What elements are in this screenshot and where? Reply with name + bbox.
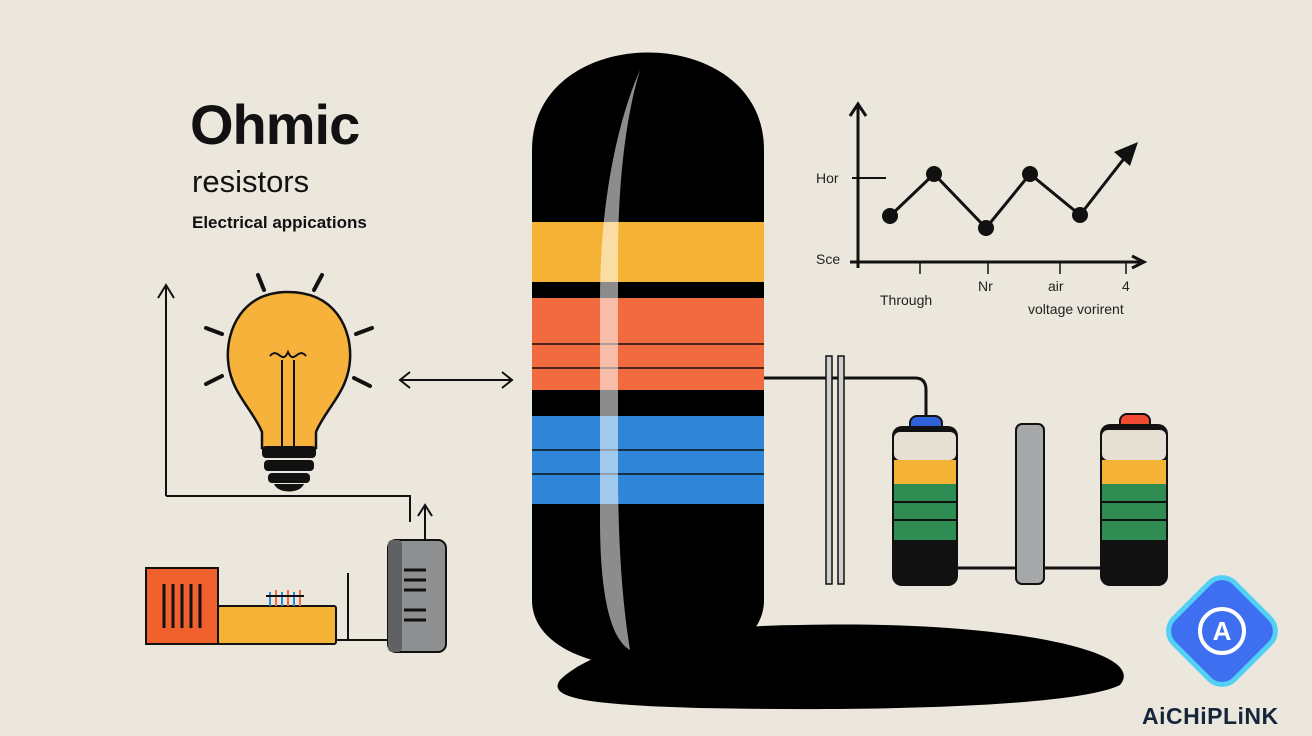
- circuit-board-icon: [145, 567, 388, 645]
- graph-point: [882, 208, 898, 224]
- page-title: Ohmic: [190, 93, 360, 156]
- resistor-icon: [532, 52, 764, 668]
- circuit-wires: [764, 376, 1106, 570]
- graph-x-label: air: [1048, 278, 1064, 294]
- graph-caption: voltage vorirent: [1028, 301, 1124, 317]
- cylinder-icon: [1015, 423, 1045, 585]
- battery-icon: [892, 415, 958, 586]
- graph-point: [926, 166, 942, 182]
- battery-icon: [1100, 413, 1168, 586]
- graph-y-label-bottom: Sce: [816, 251, 841, 267]
- line-graph: [848, 101, 1148, 274]
- graph-arrowhead: [1114, 142, 1138, 166]
- resistor-highlight: [600, 70, 640, 650]
- double-arrow-icon: [398, 371, 514, 389]
- graph-point: [1072, 207, 1088, 223]
- graph-x-label: Nr: [978, 278, 993, 294]
- graph-x-label: Through: [880, 292, 933, 308]
- graph-point: [978, 220, 994, 236]
- graph-line: [888, 155, 1128, 231]
- band-blue: [532, 416, 764, 504]
- power-supply-icon: [387, 539, 447, 653]
- logo-icon: A: [1166, 575, 1278, 687]
- left-axis: [157, 283, 433, 640]
- band-yellow: [532, 222, 764, 282]
- logo-letter: A: [1213, 616, 1232, 646]
- graph-point: [1022, 166, 1038, 182]
- light-bulb-icon: [204, 273, 374, 492]
- page-subtitle: resistors: [192, 164, 310, 199]
- conductor-rods: [825, 355, 845, 585]
- graph-x-label: 4: [1122, 278, 1130, 294]
- brand-name: AiCHiPLiNK: [1142, 703, 1279, 729]
- page-tagline: Electrical appications: [192, 213, 367, 232]
- graph-y-label-top: Hor: [816, 170, 839, 186]
